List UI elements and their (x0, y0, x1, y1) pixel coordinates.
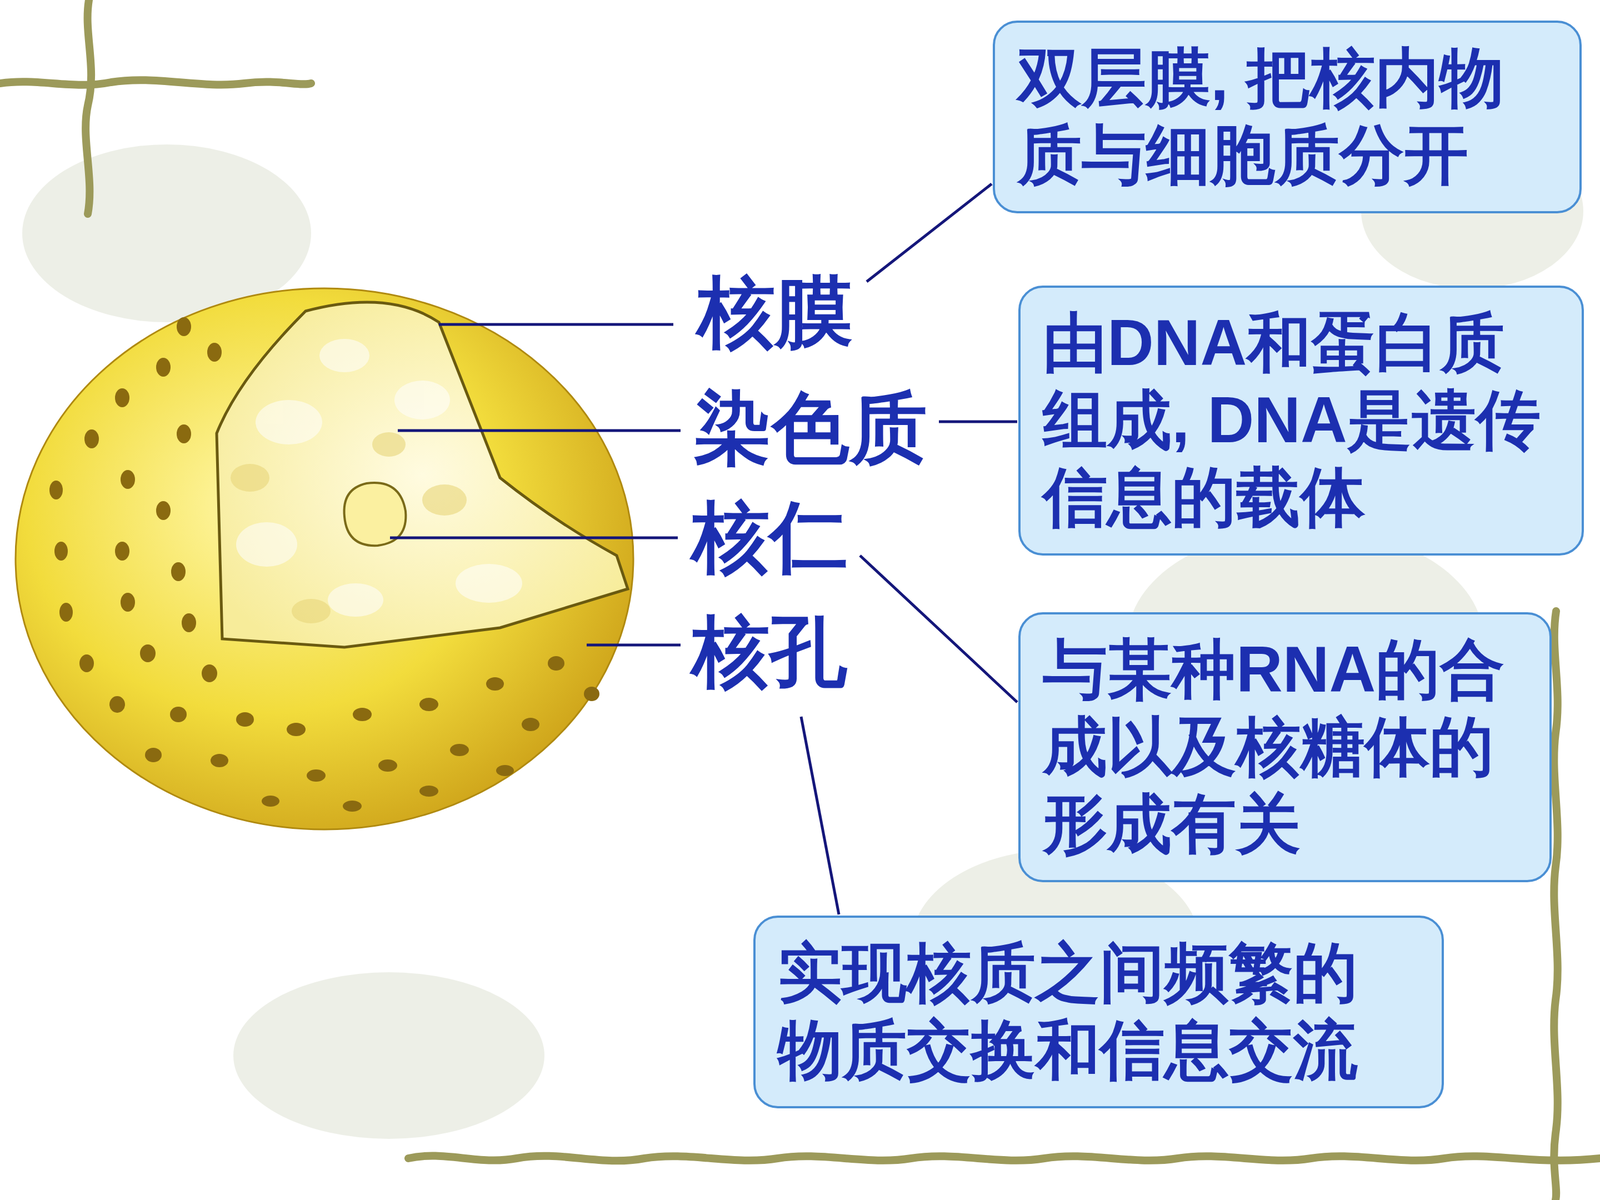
leader-lines (390, 183, 1018, 915)
callout-text: 实现核质之间频繁的物质交换和信息交流 (777, 934, 1420, 1089)
part-name: 核仁 (691, 492, 848, 582)
callout-box: 实现核质之间频繁的物质交换和信息交流 (753, 915, 1444, 1109)
callout-box: 由DNA和蛋白质组成, DNA是遗传信息的载体 (1018, 285, 1584, 556)
cutaway-face (216, 302, 628, 648)
callout-text: 双层膜, 把核内物质与细胞质分开 (1017, 39, 1558, 194)
callout-text: 由DNA和蛋白质组成, DNA是遗传信息的载体 (1042, 304, 1560, 537)
nuclear-sphere (15, 288, 634, 830)
chromatin-texture (236, 338, 523, 617)
part-name: 染色质 (693, 383, 928, 473)
part-name: 核孔 (691, 606, 848, 697)
callout-box: 与某种RNA的合成以及核糖体的形成有关 (1018, 612, 1552, 883)
nucleolus (344, 482, 407, 546)
callout-box: 双层膜, 把核内物质与细胞质分开 (992, 20, 1582, 214)
callout-text: 与某种RNA的合成以及核糖体的形成有关 (1042, 631, 1528, 864)
chromatin-texture-dark (230, 432, 467, 624)
part-name: 核膜 (697, 267, 853, 357)
background-watermark (22, 133, 1584, 1139)
nuclear-pores (49, 317, 600, 812)
